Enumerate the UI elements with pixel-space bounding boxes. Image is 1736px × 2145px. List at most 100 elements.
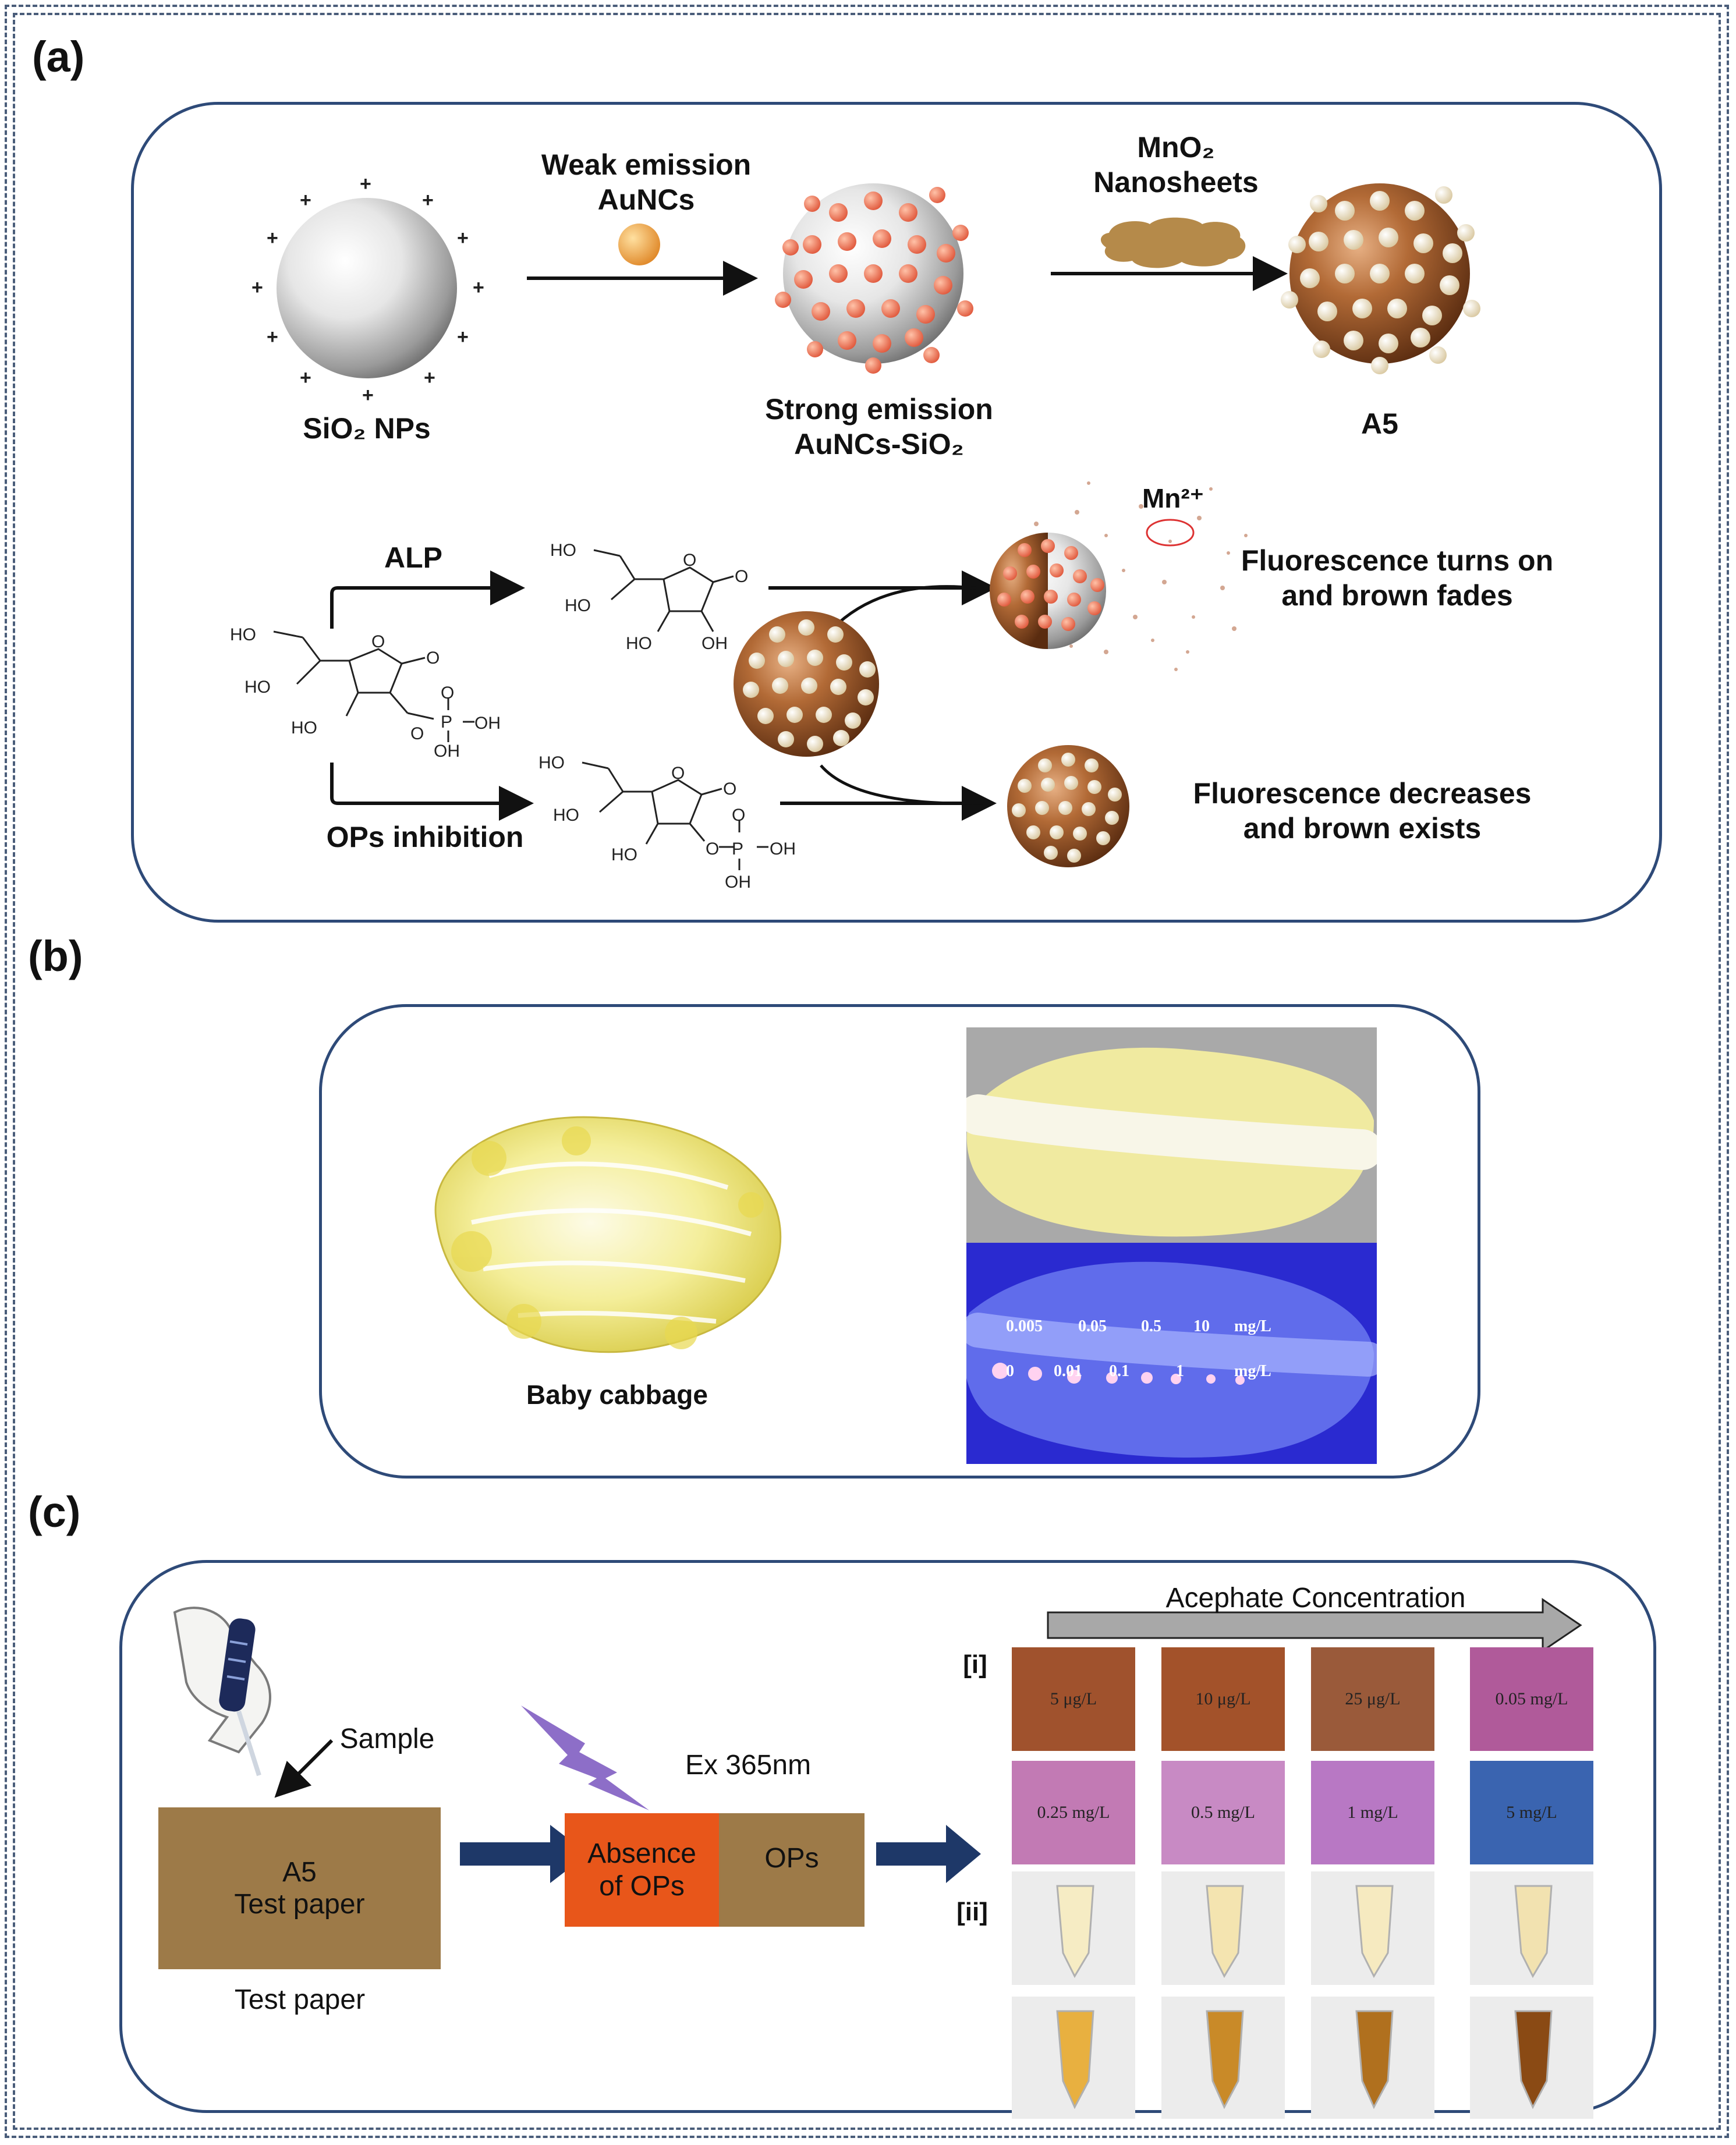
acephate-concentration-label: Acephate Concentration [1165, 1583, 1466, 1614]
svg-text:+: + [267, 227, 278, 249]
alp-branch-arrow [330, 570, 525, 629]
svg-text:+: + [422, 189, 434, 211]
svg-text:HO: HO [553, 806, 579, 825]
sample-arrow [274, 1739, 334, 1798]
mn-ion-speckles [1023, 481, 1248, 671]
concentration-arrow [1047, 1598, 1582, 1653]
panel-label-b: (b) [28, 932, 83, 980]
chem-labels-bottom: HO HO O O HO O O P OH OH [538, 753, 796, 892]
uv-label-0: 0 [1006, 1362, 1014, 1380]
svg-text:O: O [735, 567, 748, 586]
aunc-dot [618, 224, 660, 265]
uv-label-0-05: 0.05 [1078, 1317, 1107, 1335]
uv-lightning-icon [521, 1706, 649, 1810]
uv-label-1: 1 [1176, 1362, 1184, 1380]
sio2-label: SiO₂ NPs [303, 412, 431, 445]
svg-text:HO: HO [611, 845, 637, 864]
svg-text:HO: HO [626, 634, 652, 653]
svg-text:O: O [683, 551, 696, 570]
swatch-5-mg: 5 mg/L [1470, 1761, 1593, 1864]
test-paper-caption: Test paper [234, 1984, 366, 2015]
svg-text:OH: OH [474, 714, 501, 733]
baby-cabbage-image [434, 1116, 782, 1353]
svg-text:HO: HO [230, 625, 256, 644]
row-i-label: [i] [963, 1650, 987, 1679]
inner-dashed-frame [13, 13, 1721, 2130]
auncs-sio2-label: AuNCs-SiO₂ [794, 428, 964, 460]
auncs-label: AuNCs [597, 183, 695, 216]
svg-text:OH: OH [770, 839, 796, 859]
uv-label-0-1: 0.1 [1109, 1362, 1129, 1380]
sio2-sphere [277, 198, 457, 378]
mn-ion-label: Mn²⁺ [1142, 483, 1204, 513]
svg-text:+: + [267, 326, 278, 348]
ops-region: OPs [719, 1813, 865, 1927]
outer-dashed-frame [5, 5, 1729, 2138]
svg-text:O: O [441, 683, 454, 703]
absence-line1: Absence [587, 1838, 696, 1870]
svg-text:O: O [732, 806, 745, 825]
uv-label-0-005: 0.005 [1006, 1317, 1043, 1335]
uv-unit-row2: mg/L [1234, 1362, 1271, 1380]
svg-text:+: + [300, 367, 311, 389]
svg-text:O: O [371, 632, 385, 651]
uv-unit-row1: mg/L [1234, 1317, 1271, 1335]
uv-label-0-5: 0.5 [1141, 1317, 1161, 1335]
sample-label: Sample [339, 1724, 435, 1754]
svg-text:HO: HO [291, 718, 317, 738]
a5-test-paper: A5 Test paper [158, 1807, 441, 1969]
fading-sphere [990, 533, 1106, 649]
fluorescence-decreases-label-1: Fluorescence decreases [1193, 777, 1532, 810]
svg-text:HO: HO [245, 678, 271, 697]
ex-365-label: Ex 365nm [685, 1750, 812, 1781]
swatch-0-5-mg: 0.5 mg/L [1161, 1761, 1285, 1864]
panel-label-a: (a) [32, 33, 85, 81]
uv-leaf-photo [966, 1243, 1377, 1464]
svg-text:OH: OH [434, 742, 460, 761]
absence-of-ops-region: Absence of OPs [565, 1813, 719, 1927]
panel-a-graphics: +++ +++ +++ +++ [230, 173, 1480, 892]
cabbage-leaf-photo [966, 1027, 1377, 1243]
svg-text:+: + [424, 367, 435, 389]
svg-text:+: + [457, 326, 469, 348]
alp-label: ALP [384, 541, 442, 574]
svg-text:O: O [410, 724, 424, 743]
swatch-1-mg: 1 mg/L [1311, 1761, 1434, 1864]
fluorescence-on-label-2: and brown fades [1281, 579, 1513, 612]
ops-branch-arrow [330, 763, 534, 821]
svg-text:HO: HO [565, 596, 591, 615]
swatch-5-ug: 5 μg/L [1012, 1647, 1135, 1751]
swatch-10-ug: 10 μg/L [1161, 1647, 1285, 1751]
ascorbic-phosphate-structure [273, 630, 474, 742]
chem-labels-center: HO HO O O HO O O P OH OH [230, 625, 501, 761]
swatch-0-05-mg: 0.05 mg/L [1470, 1647, 1593, 1751]
swatch-0-25-mg: 0.25 mg/L [1012, 1761, 1135, 1864]
a5-label: A5 [1361, 407, 1398, 440]
ascorbic-acid-structure [593, 549, 734, 632]
a5-paper-line2: Test paper [234, 1889, 365, 1920]
svg-text:+: + [360, 173, 371, 195]
svg-text:HO: HO [550, 541, 576, 560]
uv-concentration-labels: 0.005 0.05 0.5 10 mg/L 0 0.01 0.1 1 mg/L [966, 1243, 1377, 1464]
auncs-sio2-sphere [775, 183, 973, 374]
curve-up [831, 585, 984, 630]
chem-labels-top: HO HO O O HO OH [550, 541, 748, 653]
row-ii-label: [ii] [956, 1898, 988, 1926]
ops-region-label: OPs [764, 1842, 819, 1874]
svg-text:O: O [723, 779, 736, 799]
svg-text:+: + [362, 384, 374, 406]
svg-text:+: + [300, 189, 311, 211]
svg-text:HO: HO [538, 753, 565, 772]
small-a5-sphere [1007, 745, 1129, 867]
a5-paper-line1: A5 [282, 1856, 317, 1888]
curve-down [820, 764, 984, 805]
strong-emission-label: Strong emission [765, 393, 993, 426]
uv-label-10: 10 [1193, 1317, 1210, 1335]
a5-sphere [1281, 183, 1480, 374]
tubes-photo [1012, 1871, 1593, 2119]
swatch-25-ug: 25 μg/L [1311, 1647, 1434, 1751]
ascorbic-phosphate-product-structure [582, 761, 768, 870]
blue-arrow-1 [460, 1825, 588, 1883]
central-a5-sphere [734, 611, 879, 757]
